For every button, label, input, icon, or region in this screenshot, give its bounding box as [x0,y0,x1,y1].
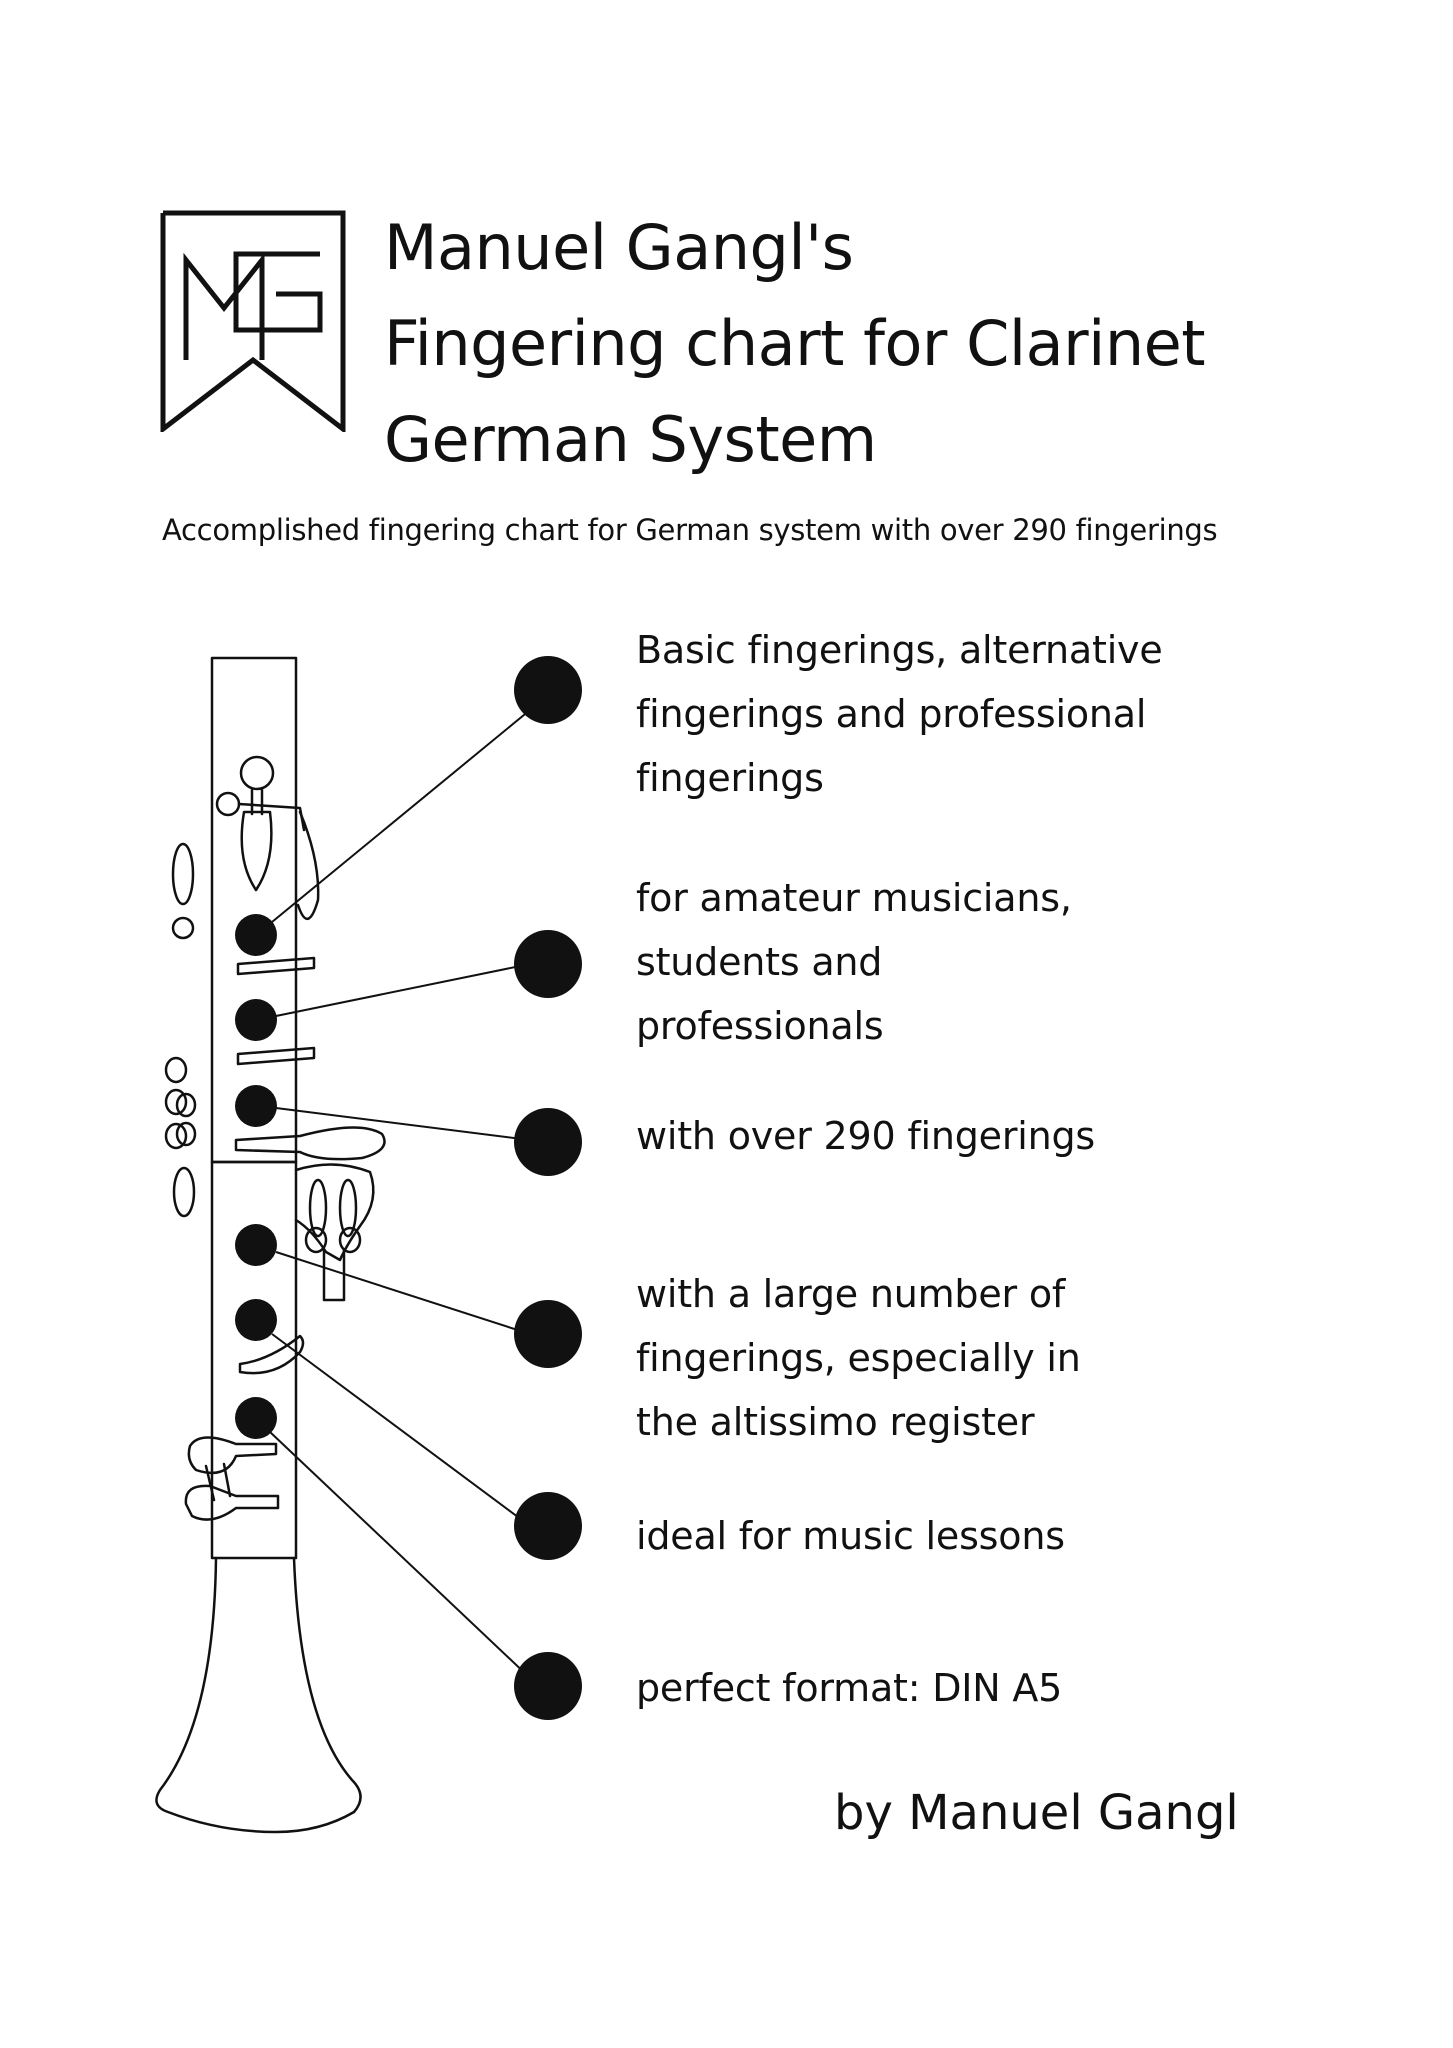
feature-line: students and [636,940,883,984]
feature-item: ideal for music lessons [636,1504,1065,1568]
side-key [164,1122,188,1150]
feature-item: Basic fingerings, alternative fingerings… [636,618,1163,810]
feature-line: Basic fingerings, alternative [636,628,1163,672]
mg-logo [160,210,346,432]
feature-line: fingerings, especially in [636,1336,1081,1380]
callout-line [271,709,531,923]
feature-item: for amateur musicians, students and prof… [636,866,1072,1058]
tone-hole [235,1397,277,1439]
callout-line [271,1333,531,1527]
side-key [164,1056,188,1084]
clarinet-lower-joint [210,1160,298,1560]
side-key [171,916,195,940]
register-key [215,791,241,817]
feature-line: for amateur musicians, [636,876,1072,920]
side-key [175,1092,197,1118]
tone-hole [235,1299,277,1341]
bullet-dot [514,656,582,724]
clarinet-bell [155,1556,362,1834]
feature-line: with a large number of [636,1272,1066,1316]
feature-item: with a large number of fingerings, espec… [636,1262,1081,1454]
title-line-2: Fingering chart for Clarinet [384,307,1206,380]
side-key [164,1088,188,1116]
feature-line: the altissimo register [636,1400,1035,1444]
feature-line: fingerings [636,756,824,800]
feature-line: professionals [636,1004,884,1048]
bullet-dot [514,1108,582,1176]
side-key [172,1166,196,1218]
feature-line: with over 290 fingerings [636,1114,1096,1158]
title-line-1: Manuel Gangl's [384,211,854,284]
subtitle: Accomplished fingering chart for German … [162,513,1218,547]
page-title: Manuel Gangl's Fingering chart for Clari… [384,200,1206,488]
bullet-dot [514,930,582,998]
feature-item: perfect format: DIN A5 [636,1656,1062,1720]
feature-line: fingerings and professional [636,692,1147,736]
callout-line [275,963,531,1017]
author-byline: by Manuel Gangl [834,1785,1239,1841]
side-key [171,842,195,906]
callout-line [269,1431,531,1679]
feature-line: perfect format: DIN A5 [636,1666,1063,1710]
tone-hole [235,1085,277,1127]
tone-hole [235,1224,277,1266]
tone-hole [235,914,277,956]
thumb-hole [239,755,275,791]
bullet-dot [514,1652,582,1720]
bullet-dot [514,1492,582,1560]
title-line-3: German System [384,403,877,476]
bullet-dot [514,1300,582,1368]
feature-item: with over 290 fingerings [636,1104,1095,1168]
tone-hole [235,999,277,1041]
callout-line [275,1107,531,1141]
side-key [175,1121,197,1147]
feature-line: ideal for music lessons [636,1514,1065,1558]
callout-line [275,1251,531,1335]
